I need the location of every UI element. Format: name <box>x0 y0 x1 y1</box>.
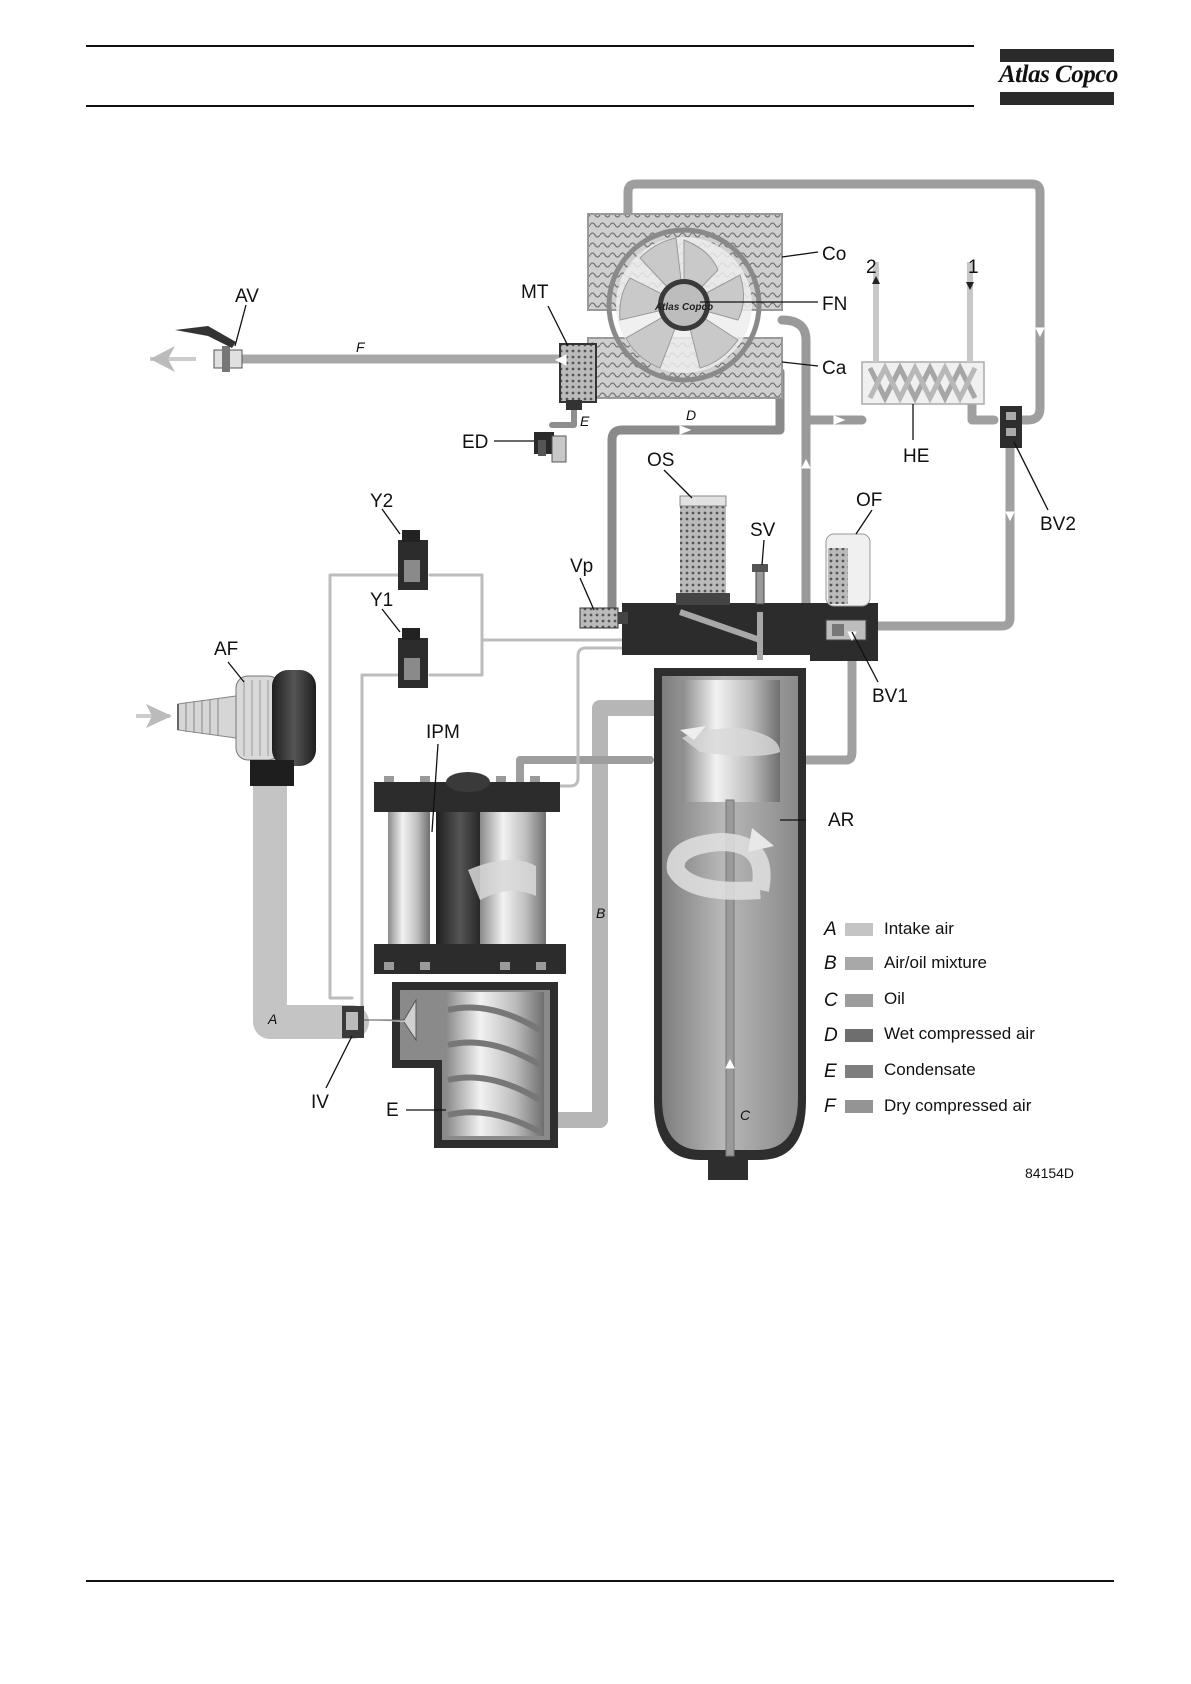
motor-ipm <box>374 772 566 974</box>
label-bv2: BV2 <box>1040 514 1076 535</box>
label-sv: SV <box>750 520 776 541</box>
compressor-element-e <box>392 982 558 1148</box>
legend-item: E Condensate <box>824 1060 976 1082</box>
bypass-valve-bv1 <box>826 620 866 640</box>
control-line-vp <box>530 648 622 786</box>
label-co: Co <box>822 244 846 265</box>
bypass-valve-bv2 <box>1000 406 1022 448</box>
legend-item: B Air/oil mixture <box>824 953 987 974</box>
label-os: OS <box>647 450 674 471</box>
label-port-1: 1 <box>968 257 979 278</box>
flow-marker-c: C <box>740 1107 751 1123</box>
legend-letter: F <box>824 1096 837 1117</box>
label-af: AF <box>214 639 238 660</box>
air-filter-af <box>136 670 316 786</box>
solenoid-valve-y2 <box>398 530 428 590</box>
legend-letter: B <box>824 953 837 974</box>
label-bv1: BV1 <box>872 686 908 707</box>
legend-swatch <box>845 994 873 1007</box>
label-y2: Y2 <box>370 491 393 512</box>
flow-marker-b: B <box>596 905 605 921</box>
label-iv: IV <box>311 1092 329 1113</box>
legend-letter: D <box>824 1025 838 1046</box>
legend-swatch <box>845 1029 873 1042</box>
moisture-trap-mt <box>560 344 596 410</box>
legend-item: D Wet compressed air <box>824 1024 1035 1046</box>
electronic-drain-ed <box>534 432 566 462</box>
legend-item: F Dry compressed air <box>824 1096 1032 1117</box>
legend-text: Intake air <box>884 919 954 938</box>
heat-exchanger-he <box>862 262 984 404</box>
legend-text: Wet compressed air <box>884 1024 1035 1043</box>
label-av: AV <box>235 286 259 307</box>
legend-letter: E <box>824 1061 837 1082</box>
figure-number: 84154D <box>1025 1165 1074 1181</box>
legend: A Intake air B Air/oil mixture C Oil D W… <box>823 919 1035 1117</box>
flow-marker-a: A <box>267 1011 277 1027</box>
footer-rule <box>86 1580 1114 1582</box>
legend-text: Air/oil mixture <box>884 953 987 972</box>
label-ipm: IPM <box>426 722 460 743</box>
flow-marker-d: D <box>686 407 696 423</box>
label-mt: MT <box>521 282 549 303</box>
legend-swatch <box>845 957 873 970</box>
pipe-intake-air <box>270 745 352 1022</box>
fan-logo-text: Atlas Copco <box>654 302 713 313</box>
pipe-bv2-to-of <box>875 440 1010 626</box>
cooling-fan-fn: Atlas Copco <box>609 230 759 380</box>
vacuum-valve-vp <box>580 608 628 628</box>
flow-marker-e: E <box>580 413 590 429</box>
legend-text: Condensate <box>884 1060 976 1079</box>
label-of: OF <box>856 490 882 511</box>
air-receiver-ar <box>654 668 806 1180</box>
legend-swatch <box>845 1065 873 1078</box>
label-fn: FN <box>822 294 847 315</box>
legend-item: A Intake air <box>823 919 954 940</box>
label-y1: Y1 <box>370 590 393 611</box>
label-port-2: 2 <box>866 257 877 278</box>
legend-item: C Oil <box>824 989 905 1011</box>
outlet-valve-av <box>150 326 242 372</box>
flow-marker-f: F <box>356 339 366 355</box>
solenoid-valve-y1 <box>398 628 428 688</box>
legend-letter: A <box>823 919 837 940</box>
oil-separator-os <box>676 496 730 605</box>
label-ar: AR <box>828 810 854 831</box>
legend-swatch <box>845 1100 873 1113</box>
label-vp: Vp <box>570 556 593 577</box>
legend-text: Dry compressed air <box>884 1096 1032 1115</box>
label-ed: ED <box>462 432 488 453</box>
safety-valve-sv <box>752 564 768 604</box>
legend-text: Oil <box>884 989 905 1008</box>
label-ca: Ca <box>822 358 847 379</box>
label-he: HE <box>903 446 929 467</box>
label-e: E <box>386 1100 399 1121</box>
legend-swatch <box>845 923 873 936</box>
legend-letter: C <box>824 990 838 1011</box>
oil-filter-of <box>826 534 870 606</box>
